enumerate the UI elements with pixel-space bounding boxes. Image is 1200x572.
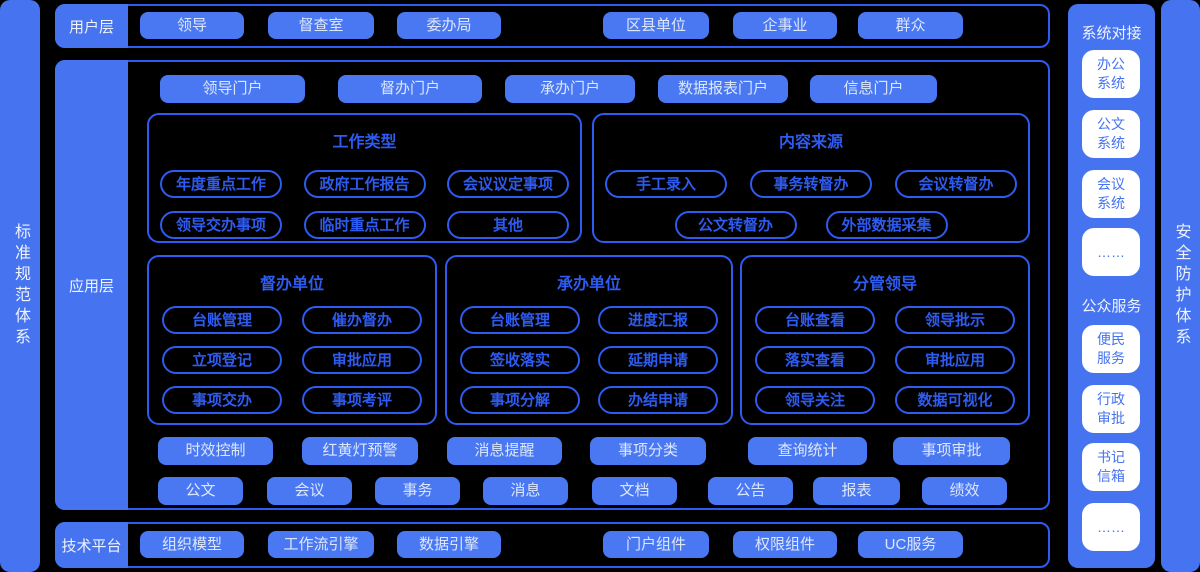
time-control-button[interactable]: 时效控制 [158,437,273,465]
public-service-title: 公众服务 [1081,298,1142,315]
content-sources-title: 内容来源 [778,134,843,151]
sign-implementation-pill[interactable]: 签收落实 [460,346,580,374]
item-evaluation-pill[interactable]: 事项考评 [302,386,422,414]
convenience-service-box[interactable]: 便民服务 [1082,325,1140,373]
user-supervision-office-button[interactable]: 督查室 [268,12,374,39]
work-types-title: 工作类型 [332,134,397,151]
secretary-mailbox-box[interactable]: 书记信箱 [1082,443,1140,491]
urge-supervision-pill[interactable]: 催办督办 [302,306,422,334]
item-assignment-pill[interactable]: 事项交办 [162,386,282,414]
user-layer-label: 用户层 [55,4,128,48]
official-document-button[interactable]: 公文 [158,477,243,505]
approval-app-pill[interactable]: 审批应用 [302,346,422,374]
item-classification-button[interactable]: 事项分类 [590,437,706,465]
red-yellow-warning-button[interactable]: 红黄灯预警 [302,437,418,465]
item-decomposition-pill[interactable]: 事项分解 [460,386,580,414]
affair-module-button[interactable]: 事务 [375,477,460,505]
user-public-button[interactable]: 群众 [858,12,963,39]
meeting-decided-items-pill[interactable]: 会议议定事项 [447,170,569,198]
system-integration-title: 系统对接 [1081,25,1142,42]
ledger-view-pill[interactable]: 台账查看 [755,306,875,334]
message-module-button[interactable]: 消息 [483,477,568,505]
security-protection-system-label: 安全防护体系 [1172,223,1190,349]
user-commissions-bureaus-button[interactable]: 委办局 [397,12,501,39]
meeting-module-button[interactable]: 会议 [267,477,352,505]
item-approval-button[interactable]: 事项审批 [893,437,1010,465]
document-to-supervision-pill[interactable]: 公文转督办 [674,211,797,239]
tech-platform-label: 技术平台 [55,522,128,568]
leader-portal-button[interactable]: 领导门户 [160,75,305,103]
performance-module-button[interactable]: 绩效 [922,477,1007,505]
supervising-unit-title: 督办单位 [259,276,324,293]
org-model-button[interactable]: 组织模型 [140,531,244,558]
temp-key-work-pill[interactable]: 临时重点工作 [303,211,426,239]
affair-to-supervision-pill[interactable]: 事务转督办 [750,170,872,198]
announcement-module-button[interactable]: 公告 [708,477,793,505]
annual-key-work-pill[interactable]: 年度重点工作 [160,170,282,198]
other-work-pill[interactable]: 其他 [447,211,569,239]
workflow-engine-button[interactable]: 工作流引擎 [268,531,374,558]
query-statistics-button[interactable]: 查询统计 [748,437,867,465]
standards-spec-system-bar: 标准规范体系 [0,0,40,572]
security-protection-system-bar: 安全防护体系 [1161,0,1200,572]
admin-approval-box[interactable]: 行政审批 [1082,385,1140,433]
undertaking-unit-box: 承办单位 台账管理 进度汇报 签收落实 延期申请 事项分解 办结申请 [445,255,733,425]
uc-service-button[interactable]: UC服务 [858,531,963,558]
ledger-management2-pill[interactable]: 台账管理 [460,306,580,334]
right-services-panel: 系统对接 办公系统 公文系统 会议系统 …… 公众服务 便民服务 行政审批 书记… [1068,4,1155,568]
more-systems-box[interactable]: …… [1082,228,1140,276]
undertaking-unit-title: 承办单位 [556,276,621,293]
content-sources-box: 内容来源 手工录入 事务转督办 会议转督办 公文转督办 外部数据采集 [592,113,1030,243]
delay-application-pill[interactable]: 延期申请 [598,346,718,374]
undertaking-portal-button[interactable]: 承办门户 [505,75,635,103]
data-visualization-pill[interactable]: 数据可视化 [895,386,1015,414]
meeting-to-supervision-pill[interactable]: 会议转督办 [895,170,1017,198]
supervision-portal-button[interactable]: 督办门户 [338,75,482,103]
user-enterprises-button[interactable]: 企事业 [733,12,837,39]
supervising-unit-box: 督办单位 台账管理 催办督办 立项登记 审批应用 事项交办 事项考评 [147,255,437,425]
leader-assigned-items-pill[interactable]: 领导交办事项 [160,211,282,239]
project-registration-pill[interactable]: 立项登记 [162,346,282,374]
report-module-button[interactable]: 报表 [813,477,900,505]
leader-attention-pill[interactable]: 领导关注 [755,386,875,414]
external-data-collection-pill[interactable]: 外部数据采集 [825,211,948,239]
application-layer-section: 应用层 领导门户 督办门户 承办门户 数据报表门户 信息门户 工作类型 年度重点… [55,60,1050,510]
permission-component-button[interactable]: 权限组件 [733,531,837,558]
work-types-box: 工作类型 年度重点工作 政府工作报告 会议议定事项 领导交办事项 临时重点工作 … [147,113,582,243]
doc-module-button[interactable]: 文档 [592,477,677,505]
user-district-county-units-button[interactable]: 区县单位 [603,12,709,39]
document-system-box[interactable]: 公文系统 [1082,110,1140,158]
tech-platform-section: 技术平台 组织模型 工作流引擎 数据引擎 门户组件 权限组件 UC服务 [55,522,1050,568]
application-layer-label: 应用层 [55,60,128,510]
ledger-management-pill[interactable]: 台账管理 [162,306,282,334]
data-report-portal-button[interactable]: 数据报表门户 [658,75,788,103]
data-engine-button[interactable]: 数据引擎 [397,531,501,558]
portal-component-button[interactable]: 门户组件 [603,531,709,558]
info-portal-button[interactable]: 信息门户 [810,75,937,103]
more-services-box[interactable]: …… [1082,503,1140,551]
user-leadership-button[interactable]: 领导 [140,12,244,39]
progress-report-pill[interactable]: 进度汇报 [598,306,718,334]
office-system-box[interactable]: 办公系统 [1082,50,1140,98]
user-layer-section: 用户层 领导 督查室 委办局 区县单位 企事业 群众 [55,4,1050,48]
meeting-system-box[interactable]: 会议系统 [1082,170,1140,218]
leaders-in-charge-box: 分管领导 台账查看 领导批示 落实查看 审批应用 领导关注 数据可视化 [740,255,1030,425]
message-reminder-button[interactable]: 消息提醒 [447,437,562,465]
leader-instructions-pill[interactable]: 领导批示 [895,306,1015,334]
implementation-view-pill[interactable]: 落实查看 [755,346,875,374]
gov-work-report-pill[interactable]: 政府工作报告 [303,170,426,198]
completion-application-pill[interactable]: 办结申请 [598,386,718,414]
approval-app2-pill[interactable]: 审批应用 [895,346,1015,374]
standards-spec-system-label: 标准规范体系 [12,223,29,349]
manual-entry-pill[interactable]: 手工录入 [605,170,727,198]
leaders-in-charge-title: 分管领导 [852,276,917,293]
